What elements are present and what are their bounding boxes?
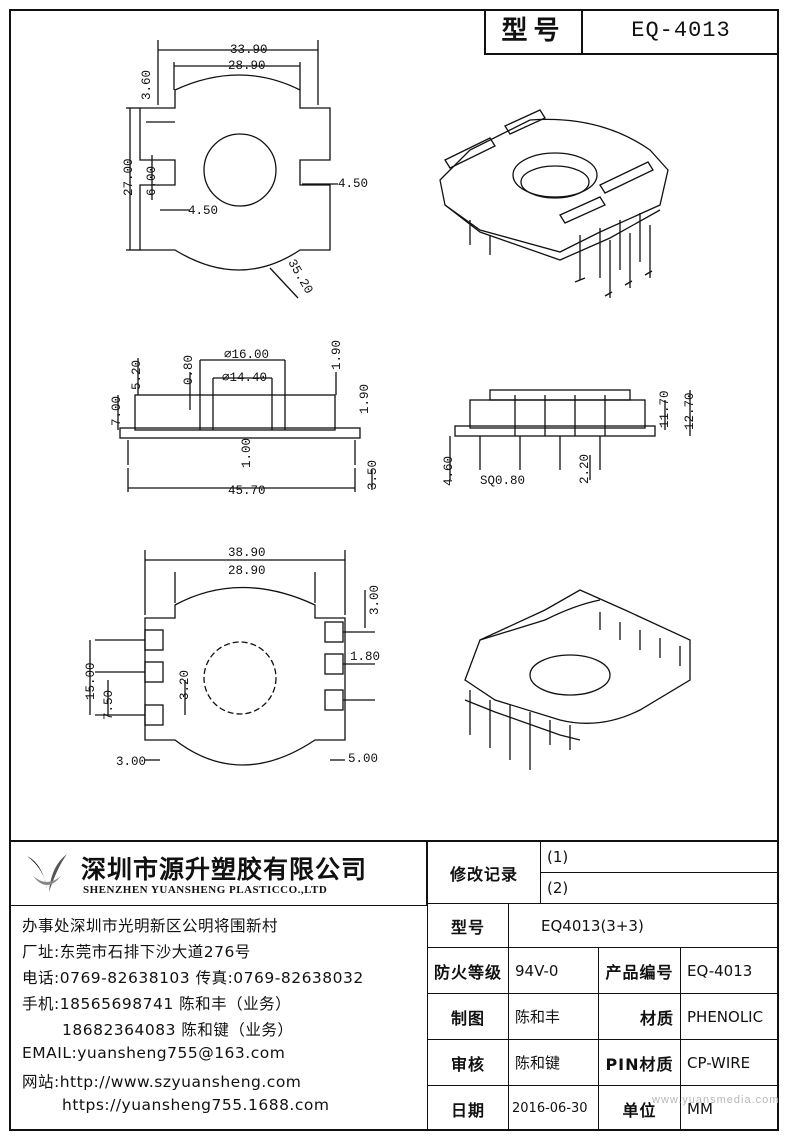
revision-label: 修改记录: [427, 842, 541, 904]
dim-bottom-5-00: 5.00: [348, 752, 378, 766]
dim-front-4-60: 4.60: [442, 456, 456, 486]
dim-bottom-28-90: 28.90: [228, 564, 266, 578]
company-logo-icon: [27, 854, 67, 892]
watermark: www.yuansmedia.com: [652, 1094, 780, 1106]
phone-fax: 电话:0769-82638103 传真:0769-82638032: [22, 969, 364, 987]
revision-2: (2): [541, 873, 779, 904]
date-label: 日期: [427, 1086, 509, 1131]
dim-side-1-00: 1.00: [240, 438, 254, 468]
side-view: [117, 358, 373, 492]
front-view: [449, 389, 691, 480]
dim-bottom-15-00: 15.00: [84, 662, 98, 700]
dim-side-16: ⌀16.00: [224, 348, 269, 362]
top-view: [126, 40, 338, 299]
email: EMAIL:yuansheng755@163.com: [22, 1044, 286, 1062]
revision-1: (1): [541, 842, 779, 873]
dim-side-14-40: ⌀14.40: [222, 371, 267, 385]
dim-bottom-1-80: 1.80: [350, 650, 380, 664]
material-value: PHENOLIC: [681, 994, 779, 1040]
drawn-by-value: 陈和丰: [509, 994, 599, 1040]
material-label: 材质: [599, 994, 681, 1040]
mobile-2: 18682364083 陈和键（业务）: [62, 1021, 294, 1039]
dim-bottom-3-20: 3.20: [178, 670, 192, 700]
fire-rating-label: 防火等级: [427, 948, 509, 994]
dim-side-45-70: 45.70: [228, 484, 266, 498]
fire-rating-value: 94V-0: [509, 948, 599, 994]
office-address: 办事处深圳市光明新区公明将围新村: [22, 917, 279, 935]
unit-label: 单位: [599, 1086, 681, 1131]
drawn-by-label: 制图: [427, 994, 509, 1040]
company-header: 深圳市源升塑胶有限公司 SHENZHEN YUANSHENG PLASTICCO…: [9, 842, 427, 906]
mobile-1: 手机:18565698741 陈和丰（业务）: [22, 995, 292, 1013]
factory-address: 厂址:东莞市石排下沙大道276号: [22, 943, 251, 961]
title-block: [9, 840, 779, 1131]
product-no-value: EQ-4013: [681, 948, 779, 994]
reviewed-by-value: 陈和键: [509, 1040, 599, 1086]
dim-top-width-outer: 33.90: [230, 43, 268, 57]
outer-frame: [9, 9, 779, 1131]
dim-front-12-70: 12.70: [683, 392, 697, 430]
technical-drawing: 33.90 28.90 3.60 27.00 6.00 4.50 4.50 35…: [84, 40, 697, 770]
date-value: 2016-06-30: [509, 1086, 599, 1131]
reviewed-by-label: 审核: [427, 1040, 509, 1086]
dim-top-4-50-right: 4.50: [338, 177, 368, 191]
pin-material-value: CP-WIRE: [681, 1040, 779, 1086]
isometric-view-top: [439, 109, 669, 298]
dim-top-3-60: 3.60: [140, 70, 154, 100]
dim-bottom-7-50: 7.50: [102, 690, 116, 720]
header-model-label: 型号: [486, 9, 583, 53]
dim-top-6-00: 6.00: [145, 166, 159, 196]
bottom-view: [89, 550, 375, 766]
dim-side-5-20: 5.20: [130, 360, 144, 390]
dim-bottom-3-00-top: 3.00: [368, 585, 382, 615]
dim-side-0-80: 0.80: [182, 355, 196, 385]
dim-front-2-20: 2.20: [578, 454, 592, 484]
dim-top-height: 27.00: [122, 158, 136, 196]
company-name: 深圳市源升塑胶有限公司: [81, 855, 368, 884]
website: 网站:http://www.szyuansheng.com: [22, 1073, 302, 1091]
model-value: EQ4013(3+3): [509, 904, 779, 948]
isometric-view-bottom: [464, 589, 691, 770]
dim-side-1-90-top: 1.90: [330, 340, 344, 370]
dim-top-35-20: 35.20: [285, 257, 316, 296]
header-model-value: EQ-4013: [631, 18, 731, 43]
company-name-en: SHENZHEN YUANSHENG PLASTICCO.,LTD: [83, 884, 328, 896]
dim-bottom-38-90: 38.90: [228, 546, 266, 560]
dim-top-width-inner: 28.90: [228, 59, 266, 73]
dim-bottom-3-00-bottom: 3.00: [116, 755, 146, 769]
dim-side-3-50: 3.50: [366, 460, 380, 490]
website-1688: https://yuansheng755.1688.com: [62, 1096, 330, 1114]
unit-value: MM: [687, 1099, 713, 1118]
pin-material-label: PIN材质: [599, 1040, 681, 1086]
model-label: 型号: [427, 904, 509, 948]
header-block: 型号 EQ-4013: [484, 9, 779, 55]
dim-side-1-90-mid: 1.90: [358, 384, 372, 414]
dim-side-7-00: 7.00: [110, 396, 124, 426]
dim-front-sq: SQ0.80: [480, 474, 525, 488]
dim-front-11-70: 11.70: [658, 390, 672, 428]
product-no-label: 产品编号: [599, 948, 681, 994]
dim-top-4-50-left: 4.50: [188, 204, 218, 218]
